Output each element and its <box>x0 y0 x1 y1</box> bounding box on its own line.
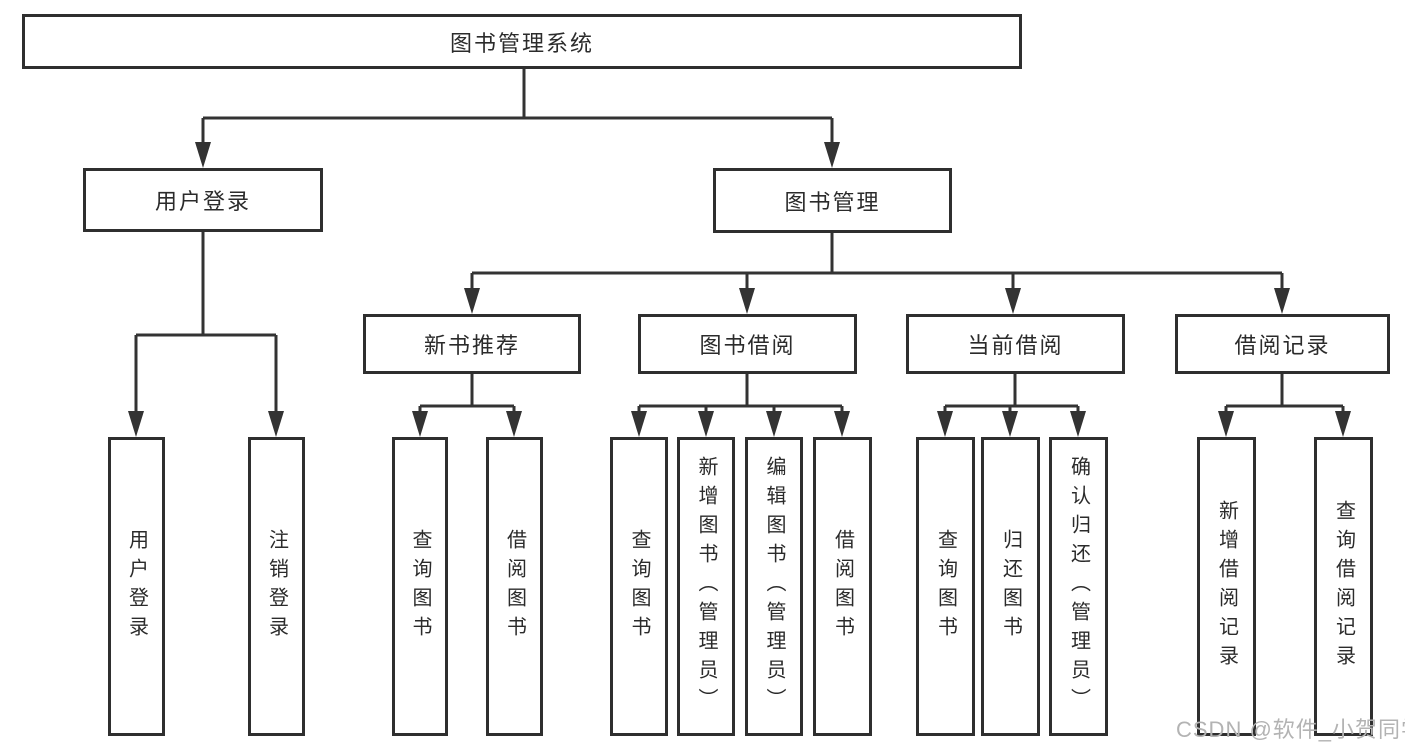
node-book-borrow: 图书借阅 <box>638 314 857 374</box>
leaf-return-book-label: 归还图书 <box>999 528 1022 645</box>
node-user-login: 用户登录 <box>83 168 323 232</box>
node-root: 图书管理系统 <box>22 14 1022 69</box>
leaf-query-book-2-label: 查询图书 <box>628 528 650 645</box>
leaf-borrow-book-2: 借阅图书 <box>813 437 872 736</box>
leaf-query-book-3-label: 查询图书 <box>934 528 957 645</box>
leaf-query-book-2: 查询图书 <box>610 437 668 736</box>
leaf-borrow-book-1: 借阅图书 <box>486 437 543 736</box>
node-current-borrow-label: 当前借阅 <box>967 333 1064 358</box>
leaf-add-book-admin: 新增图书（管理员） <box>677 437 735 736</box>
leaf-borrow-book-1-label: 借阅图书 <box>503 528 526 645</box>
node-borrow-record: 借阅记录 <box>1175 314 1390 374</box>
node-user-login-label: 用户登录 <box>154 189 251 214</box>
node-current-borrow: 当前借阅 <box>906 314 1125 374</box>
leaf-add-borrow-record: 新增借阅记录 <box>1197 437 1256 736</box>
leaf-logout-label: 注销登录 <box>265 528 288 645</box>
leaf-edit-book-admin-label: 编辑图书（管理员） <box>763 456 785 717</box>
node-new-book-recommend-label: 新书推荐 <box>423 333 520 358</box>
node-new-book-recommend: 新书推荐 <box>363 314 581 374</box>
leaf-query-book-3: 查询图书 <box>916 437 975 736</box>
node-root-label: 图书管理系统 <box>449 30 594 56</box>
leaf-user-login: 用户登录 <box>108 437 165 736</box>
leaf-borrow-book-2-label: 借阅图书 <box>831 528 854 645</box>
node-book-management-label: 图书管理 <box>784 189 881 215</box>
node-book-borrow-label: 图书借阅 <box>699 333 796 358</box>
leaf-logout: 注销登录 <box>248 437 305 736</box>
leaf-query-book-1-label: 查询图书 <box>409 528 431 645</box>
leaf-add-book-admin-label: 新增图书（管理员） <box>695 456 717 717</box>
leaf-query-borrow-record-label: 查询借阅记录 <box>1332 499 1355 674</box>
node-borrow-record-label: 借阅记录 <box>1234 333 1331 358</box>
leaf-user-login-label: 用户登录 <box>125 528 148 645</box>
leaf-return-book: 归还图书 <box>981 437 1040 736</box>
node-book-management: 图书管理 <box>713 168 952 233</box>
leaf-confirm-return-admin: 确认归还（管理员） <box>1049 437 1108 736</box>
leaf-confirm-return-admin-label: 确认归还（管理员） <box>1067 456 1090 717</box>
leaf-edit-book-admin: 编辑图书（管理员） <box>745 437 803 736</box>
csdn-watermark: CSDN @软件_小贺同学 <box>1176 717 1405 742</box>
leaf-query-book-1: 查询图书 <box>392 437 448 736</box>
leaf-add-borrow-record-label: 新增借阅记录 <box>1215 499 1238 674</box>
leaf-query-borrow-record: 查询借阅记录 <box>1314 437 1373 736</box>
